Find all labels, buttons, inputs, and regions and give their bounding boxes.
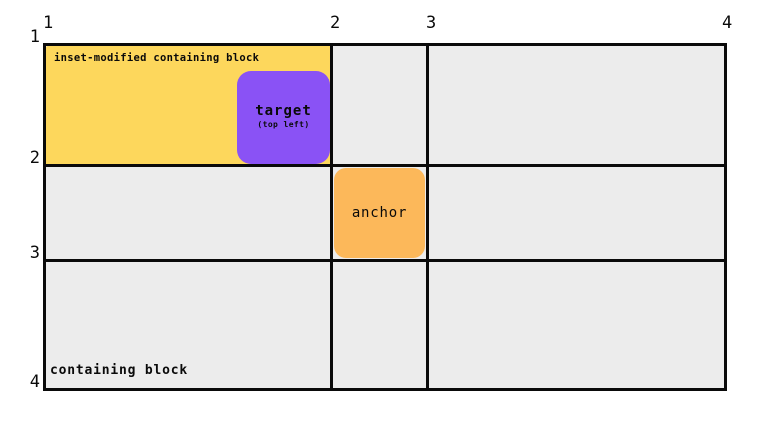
grid-column-label-2: 2 xyxy=(330,13,341,33)
inset-modified-containing-block-label: inset-modified containing block xyxy=(54,52,260,64)
grid-row-label-1: 1 xyxy=(29,27,40,47)
target-sublabel: (top left) xyxy=(257,119,310,129)
grid-column-label-3: 3 xyxy=(426,13,437,33)
grid-column-label-4: 4 xyxy=(722,13,733,33)
grid-row-label-3: 3 xyxy=(29,243,40,263)
anchor-label: anchor xyxy=(351,205,408,221)
target-label: target xyxy=(255,102,312,119)
grid-row-label-4: 4 xyxy=(29,372,40,392)
grid-column-line-2 xyxy=(330,43,333,391)
grid-row-line-2 xyxy=(43,164,727,167)
grid-row-line-3 xyxy=(43,259,727,262)
grid-row-label-2: 2 xyxy=(29,148,40,168)
grid-column-label-1: 1 xyxy=(43,13,54,33)
grid-column-line-3 xyxy=(426,43,429,391)
anchor-box: anchor xyxy=(334,168,425,258)
target-box: target (top left) xyxy=(237,71,330,164)
containing-block-label: containing block xyxy=(50,363,189,378)
